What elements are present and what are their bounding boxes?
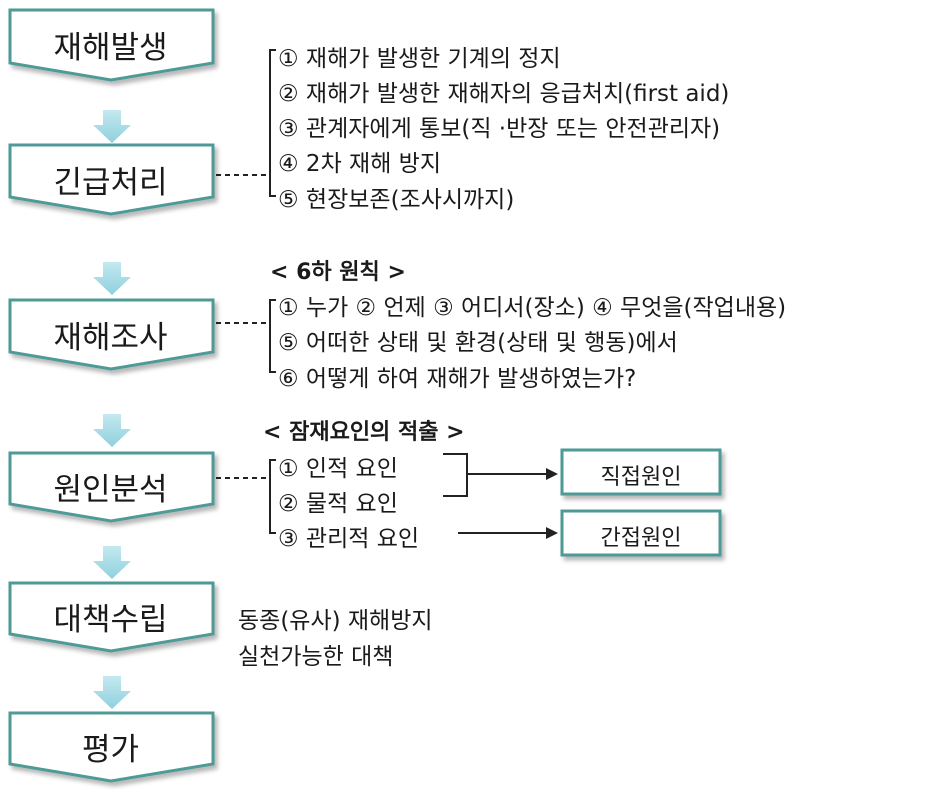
investigation-heading: < 6하 원칙 > — [270, 260, 406, 285]
investigation-item: ⑥ 어떻게 하여 재해가 발생하였는가? — [278, 366, 637, 392]
step-label-investigation: 재해조사 — [53, 320, 168, 356]
down-arrow-icon — [93, 676, 131, 709]
analysis-heading: < 잠재요인의 적출 > — [263, 420, 465, 445]
down-arrow-icon — [93, 262, 131, 295]
result-label-direct: 직접원인 — [600, 465, 682, 490]
emergency-item: ③ 관계자에게 통보(직 ·반장 또는 안전관리자) — [278, 116, 721, 142]
step-label-countermeasure: 대책수립 — [53, 602, 168, 638]
countermeasure-item: 동종(유사) 재해방지 — [238, 608, 433, 634]
analysis-item: ② 물적 요인 — [278, 491, 398, 517]
emergency-item: ④ 2차 재해 방지 — [278, 151, 441, 177]
step-box-2 — [8, 143, 215, 216]
investigation-item: ⑤ 어떠한 상태 및 환경(상태 및 행동)에서 — [278, 330, 678, 356]
bracket-investigation — [269, 299, 276, 373]
step-box-5 — [8, 581, 215, 653]
result-label-indirect: 간접원인 — [600, 526, 682, 551]
analysis-item: ③ 관리적 요인 — [278, 526, 420, 552]
result-box-direct — [560, 448, 722, 496]
investigation-item: ① 누가 ② 언제 ③ 어디서(장소) ④ 무엇을(작업내용) — [278, 295, 787, 321]
countermeasure-item: 실천가능한 대책 — [238, 644, 394, 670]
step-label-evaluation: 평가 — [81, 732, 140, 768]
down-arrow-icon — [93, 546, 131, 579]
step-box-3 — [8, 298, 215, 371]
emergency-item: ② 재해가 발생한 재해자의 응급처치(first aid) — [278, 81, 730, 107]
step-box-4 — [8, 451, 215, 523]
emergency-item: ⑤ 현장보존(조사시까지) — [278, 187, 515, 213]
step-box-6 — [8, 711, 215, 783]
analysis-item: ① 인적 요인 — [278, 456, 398, 482]
step-label-emergency: 긴급처리 — [53, 165, 168, 201]
step-label-analysis: 원인분석 — [53, 472, 168, 508]
step-label-occurrence: 재해발생 — [53, 30, 168, 66]
emergency-item: ① 재해가 발생한 기계의 정지 — [278, 46, 561, 72]
result-box-indirect — [560, 509, 722, 557]
bracket-analysis — [269, 459, 276, 534]
down-arrow-icon — [93, 414, 131, 447]
right-arrow-icon — [458, 527, 558, 539]
step-box-1 — [8, 8, 215, 82]
bracket-emergency — [269, 49, 276, 197]
right-arrow-icon — [468, 468, 558, 480]
down-arrow-icon — [93, 110, 131, 143]
bracket-direct-group — [443, 453, 468, 497]
